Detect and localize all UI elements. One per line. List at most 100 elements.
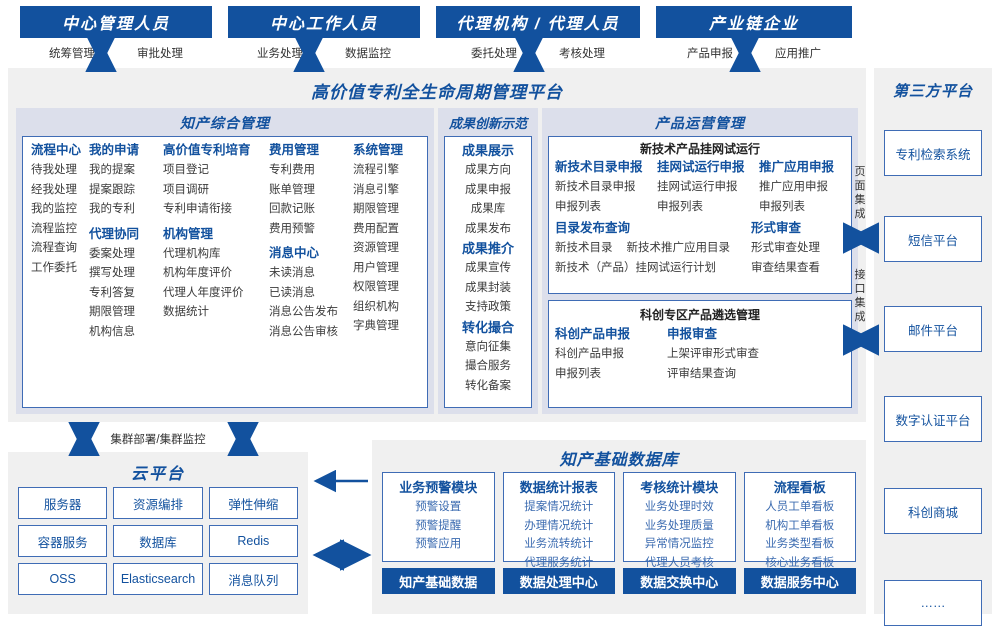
database-item-2-1[interactable]: 业务处理质量 [644, 519, 714, 532]
ach-item-0-0[interactable]: 成果方向 [465, 164, 511, 176]
database-item-0-1[interactable]: 预警提醒 [415, 519, 462, 532]
cloud-cell-2[interactable]: 弹性伸缩 [208, 487, 298, 519]
ipm-item-3-1-3[interactable]: 消息公告审核 [269, 325, 338, 338]
formal-review-item-0[interactable]: 形式审查处理 [751, 242, 820, 254]
ach-item-1-0[interactable]: 成果宣传 [465, 262, 511, 274]
po2-item-0-1[interactable]: 申报列表 [555, 367, 601, 380]
ipm-item-2-0-2[interactable]: 专利申请衔接 [163, 203, 232, 215]
cloud-cell-0[interactable]: 服务器 [18, 487, 108, 519]
third-party-item-2[interactable]: 邮件平台 [884, 306, 982, 352]
third-party-item-5[interactable]: …… [884, 580, 982, 626]
ipm-item-1-0-2[interactable]: 我的专利 [89, 203, 135, 215]
ipm-item-1-1-2[interactable]: 专利答复 [89, 286, 135, 299]
ipm-item-4-0-7[interactable]: 组织机构 [353, 300, 399, 313]
po2-item-1-0[interactable]: 上架评审形式审查 [667, 348, 759, 360]
ach-item-0-2[interactable]: 成果库 [470, 203, 506, 215]
database-footer-3[interactable]: 数据服务中心 [743, 568, 856, 594]
cloud-cell-6[interactable]: OSS [18, 563, 108, 595]
po1-item-1-1[interactable]: 申报列表 [657, 200, 703, 213]
po2-item-1-1[interactable]: 评审结果查询 [667, 367, 736, 380]
ipm-item-2-1-3[interactable]: 数据统计 [163, 306, 209, 318]
formal-review-item-1[interactable]: 审查结果查看 [751, 261, 820, 274]
ipm-item-0-0-5[interactable]: 工作委托 [31, 261, 77, 274]
ipm-item-0-0-4[interactable]: 流程查询 [31, 242, 77, 254]
database-item-1-1[interactable]: 办理情况统计 [524, 519, 594, 532]
ipm-item-1-0-1[interactable]: 提案跟踪 [89, 183, 135, 196]
ipm-item-1-1-4[interactable]: 机构信息 [89, 325, 135, 338]
database-item-0-2[interactable]: 预警应用 [415, 538, 462, 550]
ipm-item-2-1-2[interactable]: 代理人年度评价 [163, 286, 244, 299]
ipm-item-4-0-4[interactable]: 资源管理 [353, 242, 399, 254]
database-item-3-3[interactable]: 核心业务看板 [765, 556, 835, 569]
ipm-item-0-0-1[interactable]: 经我处理 [31, 183, 77, 196]
ipm-item-1-1-1[interactable]: 撰写处理 [89, 267, 135, 279]
cloud-cell-1[interactable]: 资源编排 [113, 487, 203, 519]
po1-item-0-1[interactable]: 申报列表 [555, 200, 601, 213]
cloud-cell-5[interactable]: Redis [208, 525, 298, 557]
database-item-0-0[interactable]: 预警设置 [415, 501, 462, 513]
third-party-item-1[interactable]: 短信平台 [884, 216, 982, 262]
database-item-2-2[interactable]: 异常情况监控 [644, 538, 714, 550]
ipm-item-3-0-1[interactable]: 账单管理 [269, 183, 315, 196]
catalog-item-2[interactable]: 新技术（产品）挂网试运行计划 [555, 261, 716, 274]
ipm-item-0-0-0[interactable]: 待我处理 [31, 164, 77, 176]
database-item-2-3[interactable]: 代理人员考核 [644, 556, 714, 569]
database-item-3-0[interactable]: 人员工单看板 [765, 501, 835, 513]
ipm-item-4-0-6[interactable]: 权限管理 [353, 281, 399, 293]
catalog-item-0[interactable]: 新技术目录 [555, 242, 613, 254]
ach-item-2-2[interactable]: 转化备案 [465, 379, 511, 392]
cloud-cell-8[interactable]: 消息队列 [208, 563, 298, 595]
ipm-item-2-1-1[interactable]: 机构年度评价 [163, 267, 232, 279]
ach-item-0-1[interactable]: 成果申报 [465, 183, 511, 196]
ipm-item-2-0-0[interactable]: 项目登记 [163, 164, 209, 176]
ipm-item-0-0-2[interactable]: 我的监控 [31, 203, 77, 215]
ipm-item-1-1-3[interactable]: 期限管理 [89, 306, 135, 318]
database-item-3-1[interactable]: 机构工单看板 [765, 519, 835, 532]
database-item-2-0[interactable]: 业务处理时效 [644, 501, 714, 513]
ipm-item-4-0-1[interactable]: 消息引擎 [353, 183, 399, 196]
actor-header-0: 中心管理人员 [20, 6, 212, 38]
po1-item-2-1[interactable]: 申报列表 [759, 200, 805, 213]
ach-item-1-2[interactable]: 支持政策 [465, 301, 511, 313]
database-footer-1[interactable]: 数据处理中心 [502, 568, 615, 594]
database-item-1-2[interactable]: 业务流转统计 [524, 538, 594, 550]
ipm-item-1-0-0[interactable]: 我的提案 [89, 164, 135, 176]
po1-item-2-0[interactable]: 推广应用申报 [759, 181, 828, 193]
ach-item-0-3[interactable]: 成果发布 [465, 222, 511, 235]
po1-item-1-0[interactable]: 挂网试运行申报 [657, 181, 738, 193]
ipm-item-4-0-3[interactable]: 费用配置 [353, 222, 399, 235]
database-footer-0[interactable]: 知产基础数据 [382, 568, 495, 594]
po2-item-0-0[interactable]: 科创产品申报 [555, 348, 624, 360]
database-title: 知产基础数据库 [559, 452, 679, 469]
database-item-3-2[interactable]: 业务类型看板 [765, 538, 835, 550]
ipm-item-1-1-0[interactable]: 委案处理 [89, 247, 135, 260]
database-item-1-0[interactable]: 提案情况统计 [524, 501, 594, 513]
ipm-item-3-1-1[interactable]: 已读消息 [269, 286, 315, 299]
ipm-item-3-1-2[interactable]: 消息公告发布 [269, 306, 338, 318]
database-footer-2[interactable]: 数据交换中心 [623, 568, 736, 594]
ipm-item-3-0-0[interactable]: 专利费用 [269, 164, 315, 176]
catalog-item-1[interactable]: 新技术推广应用目录 [626, 242, 731, 254]
ipm-item-2-1-0[interactable]: 代理机构库 [163, 247, 221, 260]
ach-item-2-0[interactable]: 意向征集 [465, 340, 511, 353]
ipm-item-3-0-2[interactable]: 回款记账 [269, 203, 315, 215]
ipm-item-4-0-5[interactable]: 用户管理 [353, 261, 399, 274]
ipm-item-3-0-3[interactable]: 费用预警 [269, 222, 315, 235]
cloud-cell-7[interactable]: Elasticsearch [113, 563, 203, 595]
ach-item-1-1[interactable]: 成果封装 [465, 281, 511, 294]
ipm-item-2-0-1[interactable]: 项目调研 [163, 183, 209, 196]
cloud-cell-4[interactable]: 数据库 [113, 525, 203, 557]
actors-row: 中心管理人员统筹管理审批处理中心工作人员业务处理数据监控代理机构 / 代理人员委… [0, 0, 1000, 64]
third-party-item-0[interactable]: 专利检索系统 [884, 130, 982, 176]
ipm-item-3-1-0[interactable]: 未读消息 [269, 267, 315, 279]
cloud-cell-3[interactable]: 容器服务 [18, 525, 108, 557]
ipm-item-4-0-0[interactable]: 流程引擎 [353, 164, 399, 176]
ach-item-2-1[interactable]: 撮合服务 [465, 360, 511, 372]
ipm-item-4-0-2[interactable]: 期限管理 [353, 203, 399, 215]
ipm-item-0-0-3[interactable]: 流程监控 [31, 222, 77, 235]
database-item-1-3[interactable]: 代理服务统计 [524, 556, 594, 569]
third-party-item-3[interactable]: 数字认证平台 [884, 396, 982, 442]
ipm-item-4-0-8[interactable]: 字典管理 [353, 320, 399, 332]
po1-item-0-0[interactable]: 新技术目录申报 [555, 181, 636, 193]
third-party-item-4[interactable]: 科创商城 [884, 488, 982, 534]
